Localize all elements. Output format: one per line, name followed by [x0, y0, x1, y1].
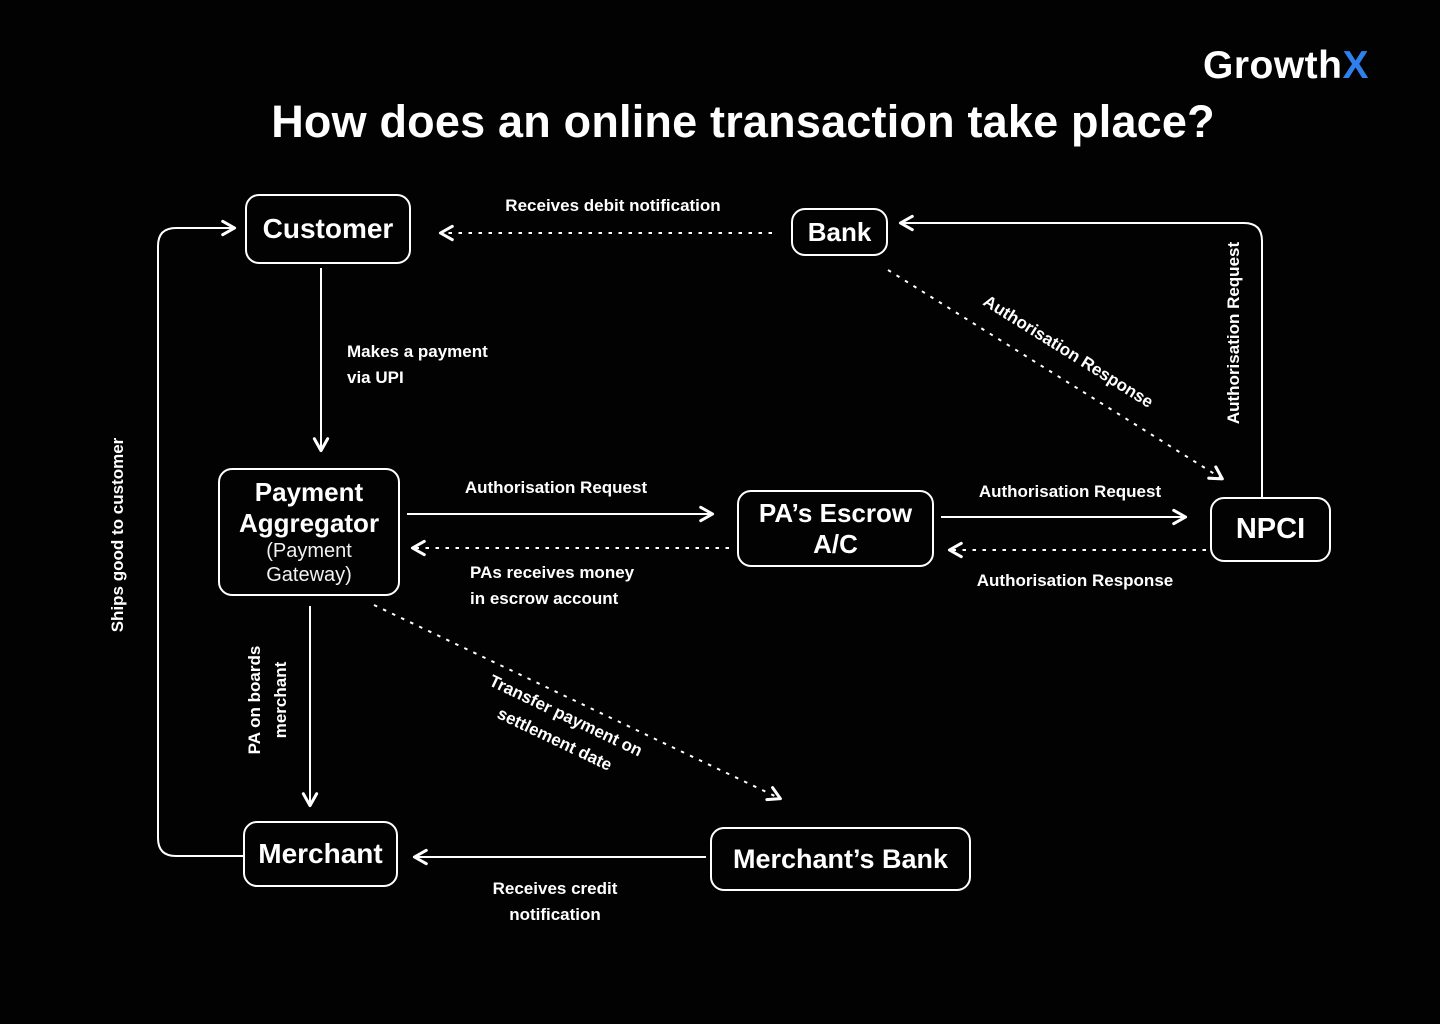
- node-merchant: Merchant: [243, 821, 398, 887]
- label-pa-on-boards-merchant: PA on boards merchant: [245, 645, 290, 755]
- node-payment-aggregator-title: Payment Aggregator: [238, 477, 380, 538]
- label-makes-payment-via-upi: Makes a payment via UPI: [347, 342, 488, 387]
- edge-ships-good-to-customer: [157, 219, 243, 857]
- edge-authorisation-response-bank-to-npci: [887, 269, 1224, 481]
- node-payment-aggregator: Payment Aggregator (Payment Gateway): [218, 468, 400, 596]
- node-npci-label: NPCI: [1235, 513, 1306, 545]
- node-merchants-bank-label: Merchant’s Bank: [732, 843, 949, 874]
- label-authorisation-response-npci-to-escrow: Authorisation Response: [976, 571, 1174, 590]
- logo-x-mark: X: [1342, 44, 1369, 87]
- node-bank-label: Bank: [807, 216, 872, 247]
- node-customer-label: Customer: [262, 213, 394, 244]
- label-authorisation-request-pa-to-escrow: Authorisation Request: [464, 478, 648, 497]
- label-receives-debit-notification: Receives debit notification: [505, 196, 721, 215]
- node-merchant-label: Merchant: [258, 838, 383, 869]
- node-merchants-bank: Merchant’s Bank: [710, 827, 971, 891]
- growthx-logo: GrowthX: [1203, 44, 1369, 88]
- node-bank: Bank: [791, 208, 888, 256]
- node-pa-escrow: PA’s Escrow A/C: [737, 490, 934, 567]
- node-payment-aggregator-subtitle: (Payment Gateway): [266, 540, 352, 586]
- label-pas-receives-money: PAs receives money in escrow account: [470, 563, 635, 608]
- label-receives-credit-notification: Receives credit notification: [492, 879, 618, 924]
- node-npci: NPCI: [1210, 497, 1331, 562]
- page-title: How does an online transaction take plac…: [271, 96, 1215, 147]
- edge-authorisation-request-npci-to-bank: [898, 214, 1263, 497]
- node-pa-escrow-label: PA’s Escrow A/C: [758, 497, 913, 559]
- edge-transfer-payment: [373, 604, 782, 802]
- logo-growth-text: Growth: [1203, 44, 1343, 87]
- node-customer: Customer: [245, 194, 411, 264]
- label-ships-good-to-customer: Ships good to customer: [108, 437, 127, 633]
- label-authorisation-request-escrow-to-npci: Authorisation Request: [978, 482, 1162, 501]
- label-authorisation-request-npci-to-bank: Authorisation Request: [1224, 241, 1243, 425]
